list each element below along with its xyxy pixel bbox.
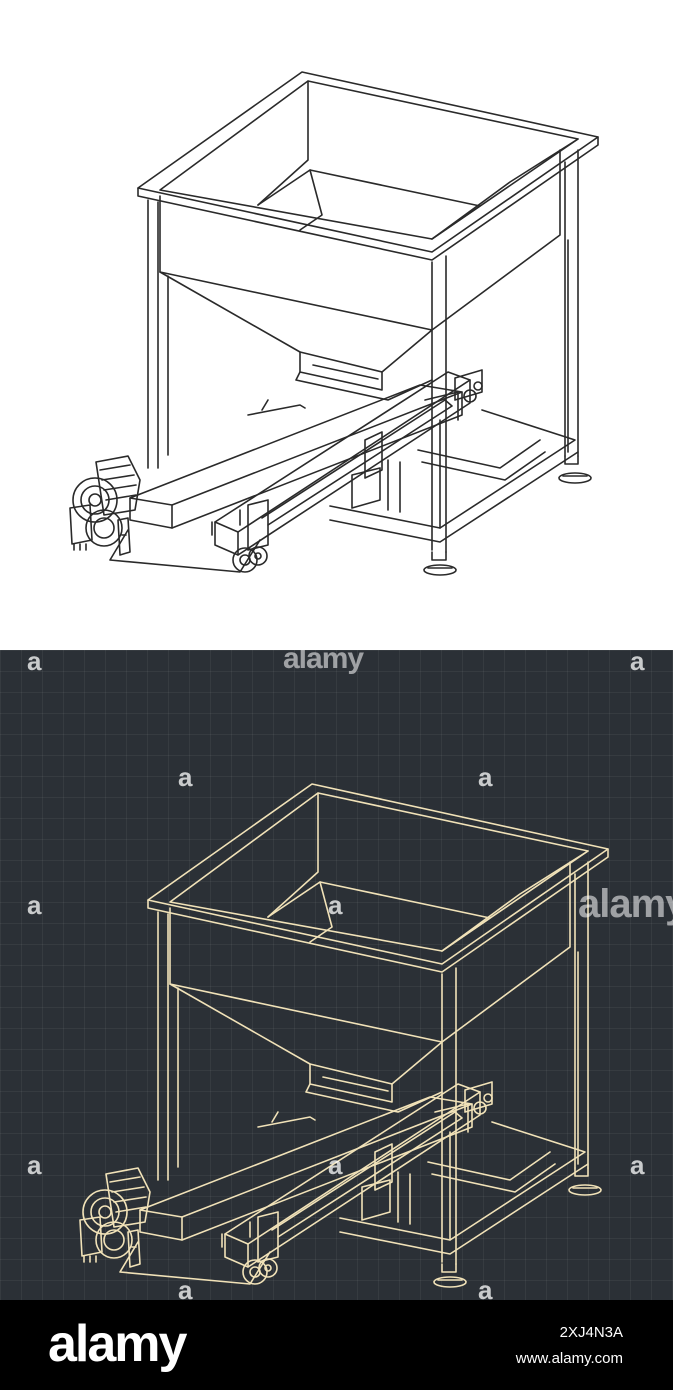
watermark-a-icon: a [27, 1150, 42, 1180]
watermark-top: alamy [283, 650, 364, 675]
site-url: www.alamy.com [515, 1350, 623, 1367]
watermark-a-icon: a [27, 890, 42, 920]
watermark-a-icon: a [178, 1275, 193, 1300]
watermark-a-icon: a [630, 650, 645, 676]
watermark-right: alamy [578, 882, 673, 926]
image-id: 2XJ4N3A [559, 1324, 623, 1341]
alamy-logo: alamy [48, 1315, 187, 1373]
watermark-a-icon: a [328, 1150, 343, 1180]
drawing-panel-light [0, 0, 673, 650]
watermark-a-icon: a [478, 762, 493, 792]
hopper-conveyor-drawing-dark [79, 783, 609, 1288]
watermark-a-icon: a [478, 1275, 493, 1300]
watermark-a-icon: a [328, 890, 343, 920]
watermark-a-icon: a [27, 650, 42, 676]
drawing-panel-dark: alamy alamy a a a a a a a a a a a [0, 650, 673, 1300]
hopper-conveyor-drawing-light [69, 71, 599, 576]
footer-bar: alamy 2XJ4N3A www.alamy.com [0, 1300, 673, 1390]
watermark-a-icon: a [630, 1150, 645, 1180]
watermark-a-icon: a [178, 762, 193, 792]
